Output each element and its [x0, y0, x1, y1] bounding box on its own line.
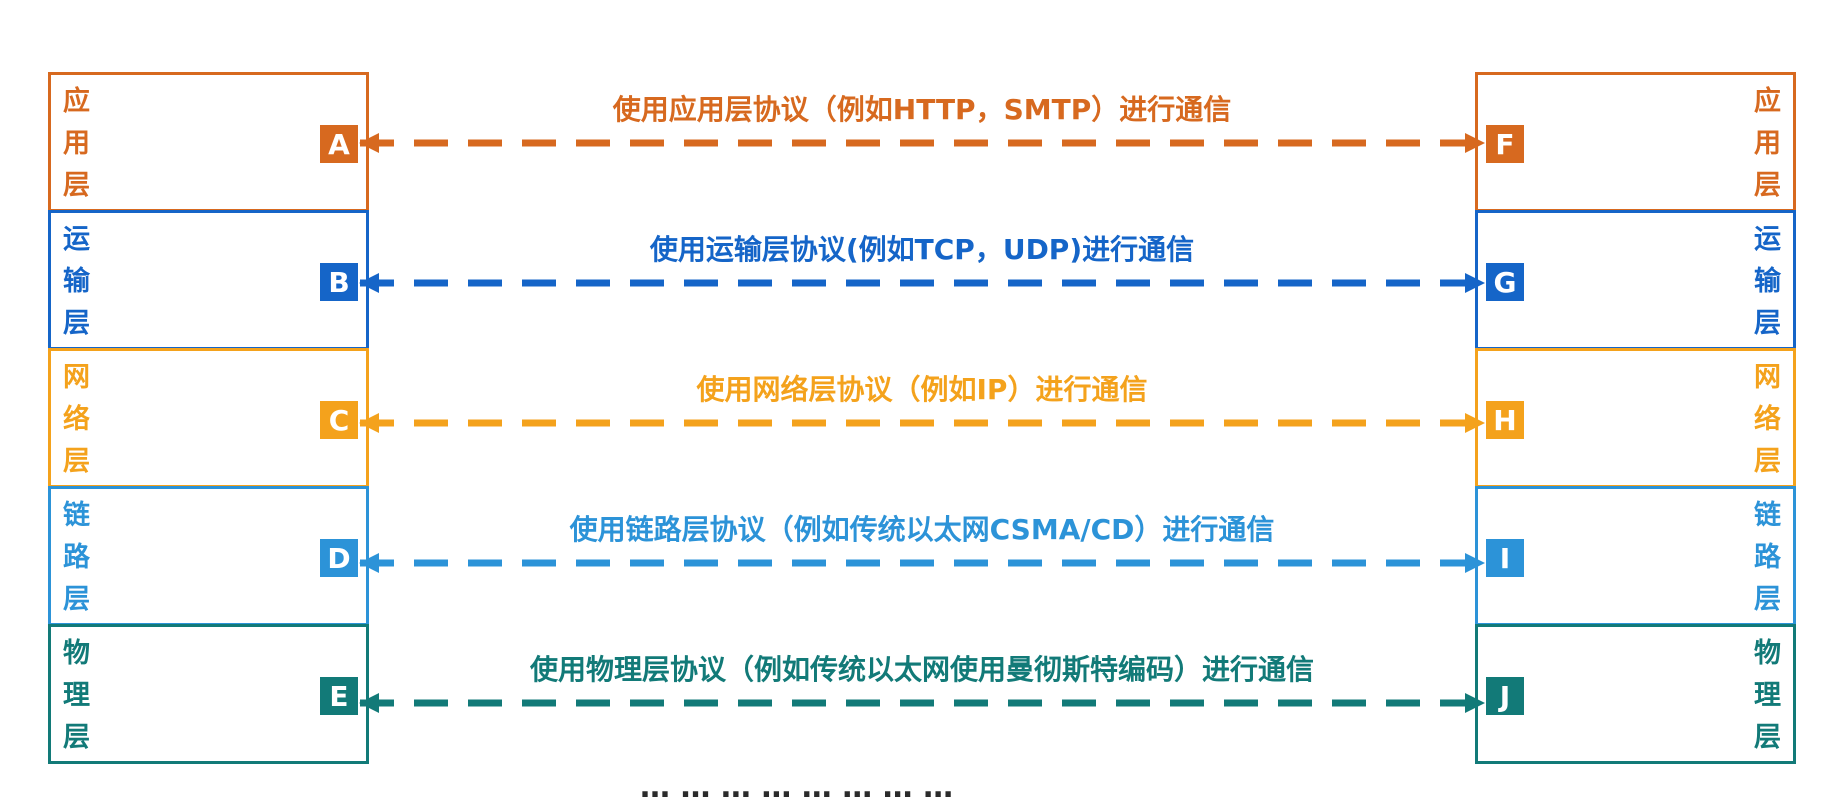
- layer-name: 链 路 层: [63, 500, 90, 615]
- endpoint-badge-f: F: [1486, 125, 1524, 163]
- physical-protocol-label: 使用物理层协议（例如传统以太网使用曼彻斯特编码）进行通信: [529, 653, 1314, 686]
- endpoint-badge-g: G: [1486, 263, 1524, 301]
- layer-name: 网 络 层: [1754, 362, 1781, 477]
- layer-name: 运 输 层: [1754, 224, 1781, 339]
- cut-off-caption: … … … … … … … …: [640, 770, 954, 800]
- left-link-layer: 链 路 层 D: [48, 486, 369, 626]
- network-protocol-label: 使用网络层协议（例如IP）进行通信: [696, 373, 1148, 406]
- endpoint-badge-c: C: [320, 401, 358, 439]
- layer-name: 运 输 层: [63, 224, 90, 339]
- layer-name: 网 络 层: [63, 362, 90, 477]
- layer-name: 物 理 层: [63, 638, 90, 753]
- layer-name: 物 理 层: [1754, 638, 1781, 753]
- layer-name: 链 路 层: [1754, 500, 1781, 615]
- right-host-stack: 应 用 层 F 运 输 层 G 网 络 层 H 链 路 层 I 物 理: [1475, 72, 1796, 764]
- endpoint-badge-e: E: [320, 677, 358, 715]
- left-physical-layer: 物 理 层 E: [48, 624, 369, 764]
- endpoint-badge-b: B: [320, 263, 358, 301]
- endpoint-badge-i: I: [1486, 539, 1524, 577]
- left-application-layer: 应 用 层 A: [48, 72, 369, 212]
- endpoint-badge-h: H: [1486, 401, 1524, 439]
- left-network-layer: 网 络 层 C: [48, 348, 369, 488]
- layer-name: 应 用 层: [63, 86, 90, 201]
- endpoint-badge-j: J: [1486, 677, 1524, 715]
- right-application-layer: 应 用 层 F: [1475, 72, 1796, 212]
- application-protocol-label: 使用应用层协议（例如HTTP，SMTP）进行通信: [612, 93, 1232, 126]
- layer-name: 应 用 层: [1754, 86, 1781, 201]
- left-host-stack: 应 用 层 A 运 输 层 B 网 络 层 C 链 路 层 D 物 理: [48, 72, 369, 764]
- right-physical-layer: 物 理 层 J: [1475, 624, 1796, 764]
- link-protocol-label: 使用链路层协议（例如传统以太网CSMA/CD）进行通信: [569, 513, 1275, 546]
- right-network-layer: 网 络 层 H: [1475, 348, 1796, 488]
- endpoint-badge-d: D: [320, 539, 358, 577]
- transport-protocol-label: 使用运输层协议(例如TCP，UDP)进行通信: [649, 233, 1195, 266]
- endpoint-badge-a: A: [320, 125, 358, 163]
